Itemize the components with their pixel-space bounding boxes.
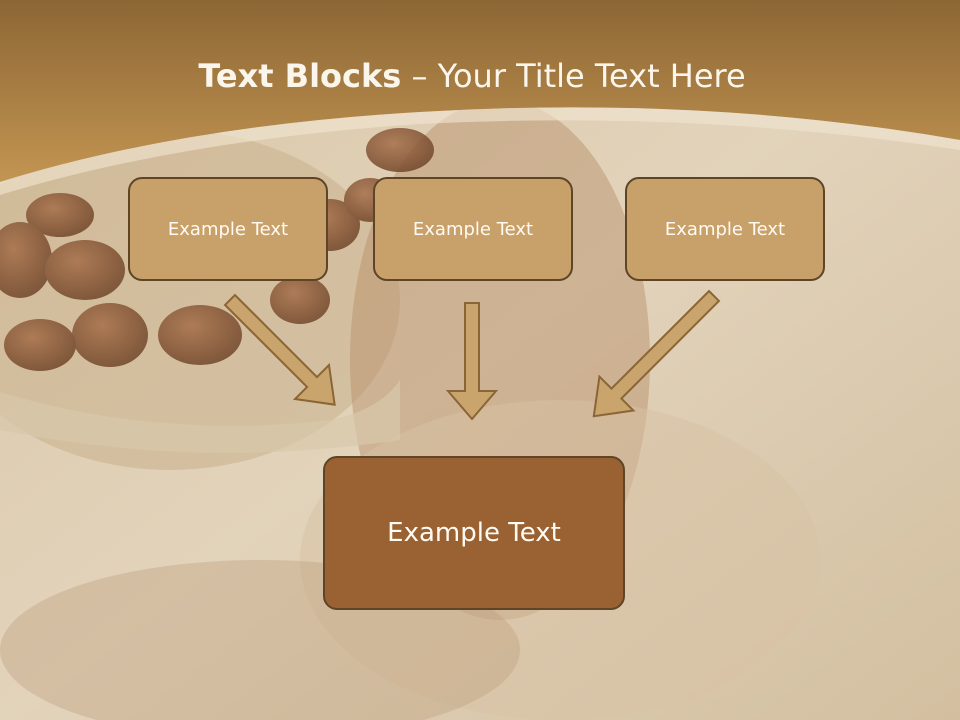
arrow-down-left-icon [592, 289, 721, 418]
text-block-label: Example Text [387, 518, 561, 548]
text-block-label: Example Text [167, 218, 289, 240]
text-block-top-left[interactable]: Example Text [128, 177, 328, 281]
text-block-top-right[interactable]: Example Text [625, 177, 825, 281]
title-dash: – [401, 57, 438, 95]
arrow-down-right-icon [223, 293, 336, 406]
text-block-label: Example Text [664, 218, 786, 240]
arrow-down-icon [445, 302, 499, 421]
title-rest: Your Title Text Here [437, 57, 746, 95]
text-block-label: Example Text [412, 218, 534, 240]
text-block-bottom[interactable]: Example Text [323, 456, 625, 610]
text-block-top-center[interactable]: Example Text [373, 177, 573, 281]
page-title: Text Blocks – Your Title Text Here [0, 56, 944, 96]
title-bold-part: Text Blocks [198, 57, 402, 95]
